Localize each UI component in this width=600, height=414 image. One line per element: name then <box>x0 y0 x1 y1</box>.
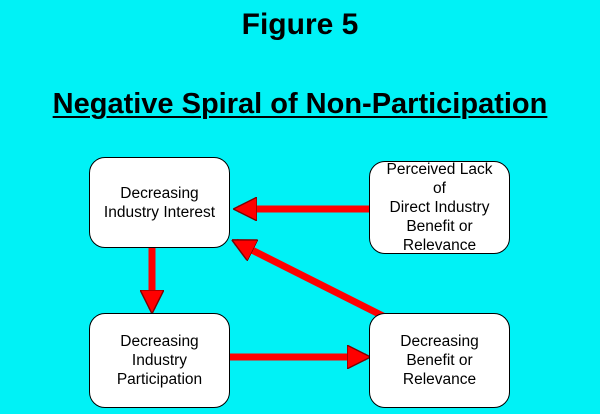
node-decreasing-industry-participation: Decreasing Industry Participation <box>89 313 230 408</box>
figure-label: Figure 5 <box>241 8 359 41</box>
node-decreasing-benefit-or-relevance: Decreasing Benefit or Relevance <box>369 313 510 408</box>
node-decreasing-industry-interest: Decreasing Industry Interest <box>89 157 230 248</box>
arrow-benefit-to-interest <box>236 238 387 321</box>
node-perceived-lack-of-benefit: Perceived Lack of Direct Industry Benefi… <box>369 161 510 254</box>
node-label: Decreasing Industry Interest <box>103 184 216 221</box>
node-label: Perceived Lack of Direct Industry Benefi… <box>386 161 493 254</box>
node-label: Decreasing Industry Participation <box>116 333 203 388</box>
node-label: Decreasing Benefit or Relevance <box>400 333 479 388</box>
diagram-title: Negative Spiral of Non-Participation <box>52 88 548 120</box>
